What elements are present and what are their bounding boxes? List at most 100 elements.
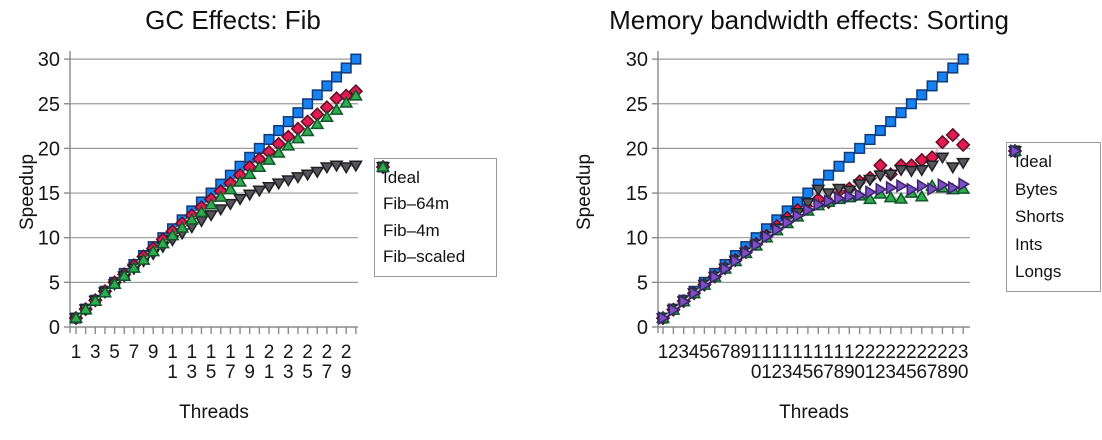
- legend-label: Shorts: [1015, 207, 1065, 226]
- svg-text:7: 7: [927, 362, 938, 383]
- svg-text:2: 2: [322, 342, 333, 363]
- svg-text:20: 20: [626, 138, 648, 160]
- svg-text:1: 1: [761, 362, 772, 383]
- svg-text:8: 8: [937, 362, 948, 383]
- svg-text:4: 4: [792, 362, 803, 383]
- svg-text:1: 1: [167, 342, 178, 363]
- svg-text:3: 3: [90, 342, 101, 363]
- legend-item-shorts: Shorts: [1007, 146, 1092, 227]
- svg-text:1: 1: [823, 342, 834, 363]
- legend-item-bytes: Bytes: [1007, 143, 1092, 200]
- svg-text:4: 4: [689, 342, 700, 363]
- svg-text:7: 7: [225, 362, 236, 383]
- svg-text:5: 5: [803, 362, 814, 383]
- svg-text:2: 2: [916, 342, 927, 363]
- legend-label: Ideal: [1015, 152, 1052, 171]
- svg-text:9: 9: [948, 362, 959, 383]
- svg-text:1: 1: [244, 342, 255, 363]
- triangle-right-icon: [1010, 143, 1022, 159]
- svg-text:3: 3: [283, 362, 294, 383]
- svg-text:2: 2: [865, 342, 876, 363]
- svg-text:20: 20: [38, 138, 60, 160]
- chart-title: GC Effects: Fib: [145, 5, 321, 35]
- svg-text:1: 1: [865, 362, 876, 383]
- legend-label: Fib–scaled: [383, 246, 466, 266]
- svg-text:7: 7: [720, 342, 731, 363]
- svg-text:1: 1: [803, 342, 814, 363]
- x-axis-title: Threads: [179, 402, 249, 423]
- svg-text:7: 7: [823, 362, 834, 383]
- svg-text:2: 2: [875, 362, 886, 383]
- legend-item-ints: Ints: [1007, 144, 1092, 255]
- triangle-up-icon: [375, 160, 391, 172]
- svg-text:5: 5: [699, 342, 710, 363]
- svg-text:0: 0: [854, 362, 865, 383]
- series-fib-scaled: [68, 88, 363, 323]
- svg-text:2: 2: [772, 362, 783, 383]
- svg-text:3: 3: [782, 362, 793, 383]
- legend-item-ideal: Ideal: [1009, 145, 1092, 172]
- legend-label: Ideal: [383, 168, 420, 187]
- legend-label: Fib–4m: [383, 220, 440, 240]
- svg-text:1: 1: [834, 342, 845, 363]
- svg-text:5: 5: [637, 272, 648, 294]
- svg-text:2: 2: [885, 342, 896, 363]
- svg-text:2: 2: [906, 342, 917, 363]
- svg-text:0: 0: [637, 317, 648, 339]
- legend-item-longs: Longs: [1010, 143, 1092, 282]
- series-ints: [655, 178, 971, 323]
- svg-text:6: 6: [709, 342, 720, 363]
- svg-text:25: 25: [38, 94, 60, 116]
- svg-text:5: 5: [906, 362, 917, 383]
- svg-text:9: 9: [148, 342, 159, 363]
- x-axis-title: Threads: [779, 402, 849, 423]
- svg-text:3: 3: [885, 362, 896, 383]
- svg-text:2: 2: [927, 342, 938, 363]
- svg-text:5: 5: [49, 272, 60, 294]
- svg-text:1: 1: [225, 342, 236, 363]
- svg-text:6: 6: [916, 362, 927, 383]
- legend-label: Bytes: [1015, 179, 1058, 199]
- svg-text:10: 10: [626, 228, 648, 250]
- svg-text:30: 30: [626, 49, 648, 71]
- svg-text:25: 25: [626, 94, 648, 116]
- svg-text:10: 10: [38, 228, 60, 250]
- legend-label: Longs: [1015, 262, 1062, 281]
- svg-text:1: 1: [658, 342, 669, 363]
- svg-text:1: 1: [264, 362, 275, 383]
- svg-text:4: 4: [896, 362, 907, 383]
- svg-text:1: 1: [187, 342, 198, 363]
- svg-text:1: 1: [761, 342, 772, 363]
- svg-text:7: 7: [322, 362, 333, 383]
- svg-text:9: 9: [244, 362, 255, 383]
- svg-text:1: 1: [844, 342, 855, 363]
- svg-text:2: 2: [264, 342, 275, 363]
- legend-label: Ints: [1015, 234, 1043, 254]
- svg-text:1: 1: [792, 342, 803, 363]
- svg-text:9: 9: [844, 362, 855, 383]
- svg-text:5: 5: [109, 342, 120, 363]
- legend-item-ideal: Ideal: [377, 161, 488, 188]
- svg-text:1: 1: [782, 342, 793, 363]
- legend-label: Fib–64m: [383, 194, 450, 214]
- legend-item-fib-4m: Fib–4m: [375, 162, 488, 241]
- svg-text:1: 1: [813, 342, 824, 363]
- svg-text:2: 2: [948, 342, 959, 363]
- legend-item-fib-scaled: Fib–scaled: [375, 160, 488, 267]
- svg-text:2: 2: [937, 342, 948, 363]
- svg-text:6: 6: [813, 362, 824, 383]
- svg-text:1: 1: [206, 342, 217, 363]
- chart-title: Memory bandwidth effects: Sorting: [609, 5, 1009, 35]
- svg-text:3: 3: [958, 342, 969, 363]
- svg-text:2: 2: [341, 342, 352, 363]
- svg-text:2: 2: [302, 342, 313, 363]
- svg-text:9: 9: [741, 342, 752, 363]
- svg-text:5: 5: [302, 362, 313, 383]
- svg-text:1: 1: [71, 342, 82, 363]
- svg-text:5: 5: [206, 362, 217, 383]
